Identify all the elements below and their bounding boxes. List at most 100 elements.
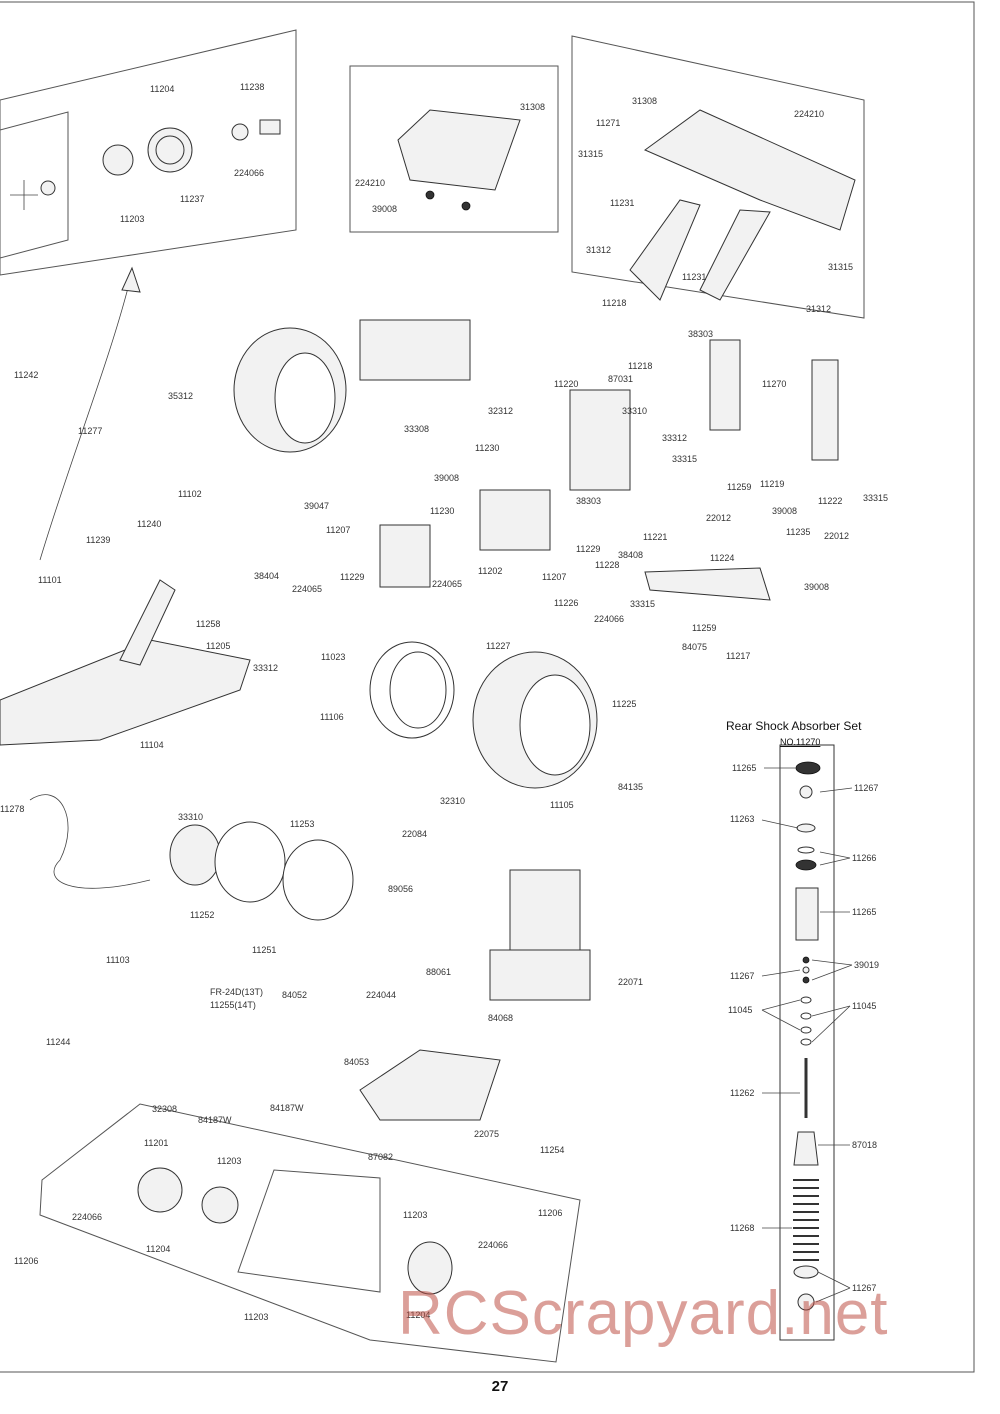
gearbox-left xyxy=(379,524,431,588)
wheel-rim xyxy=(369,641,455,739)
part-label: FR-24D(13T) xyxy=(210,987,263,997)
part-label: 11259 xyxy=(727,482,751,492)
part-label: 11227 xyxy=(486,641,510,651)
part-label: 11217 xyxy=(726,651,750,661)
part-label: 224066 xyxy=(72,1212,102,1222)
part-label: 11226 xyxy=(554,598,578,608)
part-label: 11201 xyxy=(144,1138,168,1148)
shock-set-title: Rear Shock Absorber Set xyxy=(726,719,862,733)
part-label: 11207 xyxy=(326,525,350,535)
part-label: 39047 xyxy=(304,501,329,511)
engine xyxy=(359,869,591,1121)
part-label: 84135 xyxy=(618,782,643,792)
part-label: 11277 xyxy=(78,426,102,436)
part-label: 11207 xyxy=(542,572,566,582)
part-label: 11023 xyxy=(321,652,345,662)
part-label: 33310 xyxy=(178,812,203,822)
lower-arm xyxy=(644,567,771,601)
part-label: 38404 xyxy=(254,571,279,581)
part-label: 11267 xyxy=(730,971,754,981)
part-label: 11251 xyxy=(252,945,276,955)
part-label: 11105 xyxy=(550,800,574,810)
part-label: 11225 xyxy=(612,699,636,709)
part-label: 84068 xyxy=(488,1013,513,1023)
part-label: 224065 xyxy=(432,579,462,589)
part-label: 22012 xyxy=(706,513,731,523)
part-label: 11252 xyxy=(190,910,214,920)
part-label: 31308 xyxy=(520,102,545,112)
part-label: 11265 xyxy=(852,907,876,917)
part-label: 39008 xyxy=(434,473,459,483)
engine-labels: 33310 11253 32310 22084 11252 89056 1125… xyxy=(0,796,643,1162)
part-label: 224044 xyxy=(366,990,396,1000)
part-label: 11262 xyxy=(730,1088,754,1098)
part-label: 22012 xyxy=(824,531,849,541)
part-label: 32312 xyxy=(488,406,513,416)
part-label: 11229 xyxy=(340,572,364,582)
part-label: 32310 xyxy=(440,796,465,806)
part-label: 89056 xyxy=(388,884,413,894)
page-number: 27 xyxy=(491,1378,509,1395)
part-label: 39008 xyxy=(804,582,829,592)
part-label: 11238 xyxy=(240,82,264,92)
part-label: 11270 xyxy=(762,379,786,389)
part-label: 33315 xyxy=(630,599,655,609)
tire-rear xyxy=(472,651,598,789)
part-label: 11255(14T) xyxy=(210,1000,256,1010)
chassis-brace xyxy=(119,579,176,666)
part-label: 11240 xyxy=(137,519,161,529)
part-label: 11203 xyxy=(403,1210,427,1220)
part-label: 87018 xyxy=(852,1140,877,1150)
part-label: 39008 xyxy=(772,506,797,516)
part-label: 11230 xyxy=(430,506,454,516)
part-label: 11205 xyxy=(206,641,230,651)
body-mount-panel: 31308 224210 39008 xyxy=(349,65,559,233)
part-label: 11271 xyxy=(596,118,620,128)
part-label: 11203 xyxy=(244,1312,268,1322)
part-label: 11242 xyxy=(14,370,38,380)
part-label: 11221 xyxy=(643,532,667,542)
part-label: 224065 xyxy=(292,584,322,594)
part-label: 11266 xyxy=(852,853,876,863)
part-label: 11206 xyxy=(14,1256,38,1266)
tire-top xyxy=(233,327,347,453)
part-label: 38408 xyxy=(618,550,643,560)
part-label: 11268 xyxy=(730,1223,754,1233)
part-label: 11204 xyxy=(146,1244,170,1254)
page-frame xyxy=(0,1,975,1373)
part-label: 11237 xyxy=(180,194,204,204)
part-label: 11253 xyxy=(290,819,314,829)
part-label: 11101 xyxy=(38,575,62,585)
part-label: 11203 xyxy=(217,1156,241,1166)
part-label: 11231 xyxy=(610,198,634,208)
part-label: 87031 xyxy=(608,374,633,384)
part-label: 11218 xyxy=(628,361,652,371)
part-label: 11202 xyxy=(478,566,502,576)
part-label: 224210 xyxy=(355,178,385,188)
part-label: 11102 xyxy=(178,489,202,499)
part-label: 33312 xyxy=(662,433,687,443)
part-label: 39008 xyxy=(372,204,397,214)
part-label: 11203 xyxy=(120,214,144,224)
part-label: 38303 xyxy=(688,329,713,339)
part-label: 224066 xyxy=(594,614,624,624)
assembly-arrow xyxy=(39,279,131,561)
part-label: 33308 xyxy=(404,424,429,434)
part-label: 32308 xyxy=(152,1104,177,1114)
part-label: 33312 xyxy=(253,663,278,673)
part-label: 11206 xyxy=(538,1208,562,1218)
part-label: 11244 xyxy=(46,1037,70,1047)
part-label: 11106 xyxy=(320,712,344,722)
front-suspension xyxy=(359,319,471,381)
center-labels: 33308 39008 11230 39047 11207 11229 2240… xyxy=(304,298,888,810)
part-label: 11045 xyxy=(728,1005,752,1015)
watermark: RCScrapyard.net xyxy=(398,1279,889,1348)
part-label: 39019 xyxy=(854,960,879,970)
part-label: 11104 xyxy=(140,740,164,750)
gearbox-right xyxy=(479,489,551,551)
part-label: 22084 xyxy=(402,829,427,839)
part-label: 11265 xyxy=(732,763,756,773)
part-label: 11204 xyxy=(406,1310,430,1320)
part-label: 11259 xyxy=(692,623,716,633)
